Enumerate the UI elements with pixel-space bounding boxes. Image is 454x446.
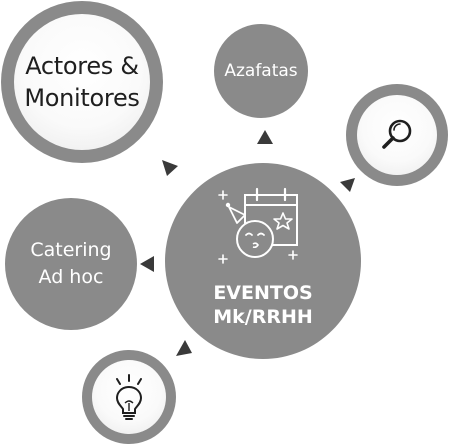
arrow-to-search xyxy=(340,178,355,192)
magnifier-icon xyxy=(382,119,412,149)
node-eventos-line2: Mk/RRHH xyxy=(213,306,313,328)
node-catering-line2: Ad hoc xyxy=(38,266,104,288)
node-azafatas-label: Azafatas xyxy=(224,61,298,81)
arrow-to-idea xyxy=(176,340,192,356)
party-calendar-icon xyxy=(218,187,298,264)
node-actores-monitores: Actores & Monitores xyxy=(1,1,163,163)
node-actores-line1: Actores & xyxy=(25,52,139,80)
arrow-to-azafatas xyxy=(257,130,273,144)
node-actores-line2: Monitores xyxy=(24,84,140,112)
arrow-to-actores xyxy=(162,160,178,176)
node-idea-inner xyxy=(92,360,166,434)
node-azafatas: Azafatas xyxy=(214,24,308,118)
node-catering-line1: Catering xyxy=(30,239,112,261)
arrow-to-catering xyxy=(140,256,154,272)
node-search-inner xyxy=(357,95,437,175)
node-idea xyxy=(82,350,176,444)
node-actores-monitores-inner: Actores & Monitores xyxy=(14,14,150,150)
lightbulb-icon xyxy=(115,374,143,420)
node-catering: Catering Ad hoc xyxy=(5,198,137,330)
node-eventos-center: EVENTOS Mk/RRHH xyxy=(165,163,361,359)
node-eventos-line1: EVENTOS xyxy=(213,282,313,304)
node-search xyxy=(346,84,448,186)
